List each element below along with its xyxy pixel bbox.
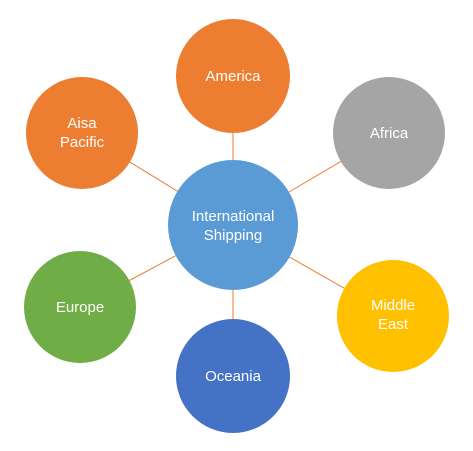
- node-oceania-label: Oceania: [205, 368, 262, 385]
- node-america: America: [176, 19, 290, 133]
- node-middle-east: Middle East: [337, 260, 449, 372]
- connector-europe: [129, 255, 176, 281]
- node-asia-pacific-circle: [26, 77, 138, 189]
- node-america-label: America: [205, 68, 261, 85]
- node-africa-circle: [333, 77, 445, 189]
- center-node-label-line1: International: [192, 208, 275, 225]
- node-europe-circle: [24, 251, 136, 363]
- node-europe: Europe: [24, 251, 136, 363]
- node-oceania-circle: [176, 319, 290, 433]
- center-node-label-line2: Shipping: [204, 227, 262, 244]
- node-europe-label: Europe: [56, 299, 104, 316]
- node-oceania: Oceania: [176, 319, 290, 433]
- node-america-circle: [176, 19, 290, 133]
- node-asia-pacific-label-line2: Pacific: [60, 134, 105, 151]
- center-node: International Shipping: [168, 160, 298, 290]
- center-node-circle: [168, 160, 298, 290]
- connector-middle-east: [289, 256, 345, 289]
- node-middle-east-label-line2: East: [378, 316, 409, 333]
- connector-asia-pacific: [129, 161, 178, 192]
- node-asia-pacific: Aisa Pacific: [26, 77, 138, 189]
- node-africa-label: Africa: [370, 125, 409, 142]
- node-middle-east-circle: [337, 260, 449, 372]
- node-africa: Africa: [333, 77, 445, 189]
- connector-africa: [288, 160, 342, 193]
- node-asia-pacific-label-line1: Aisa: [67, 115, 97, 132]
- connector-lines: [129, 133, 345, 319]
- node-middle-east-label-line1: Middle: [371, 297, 415, 314]
